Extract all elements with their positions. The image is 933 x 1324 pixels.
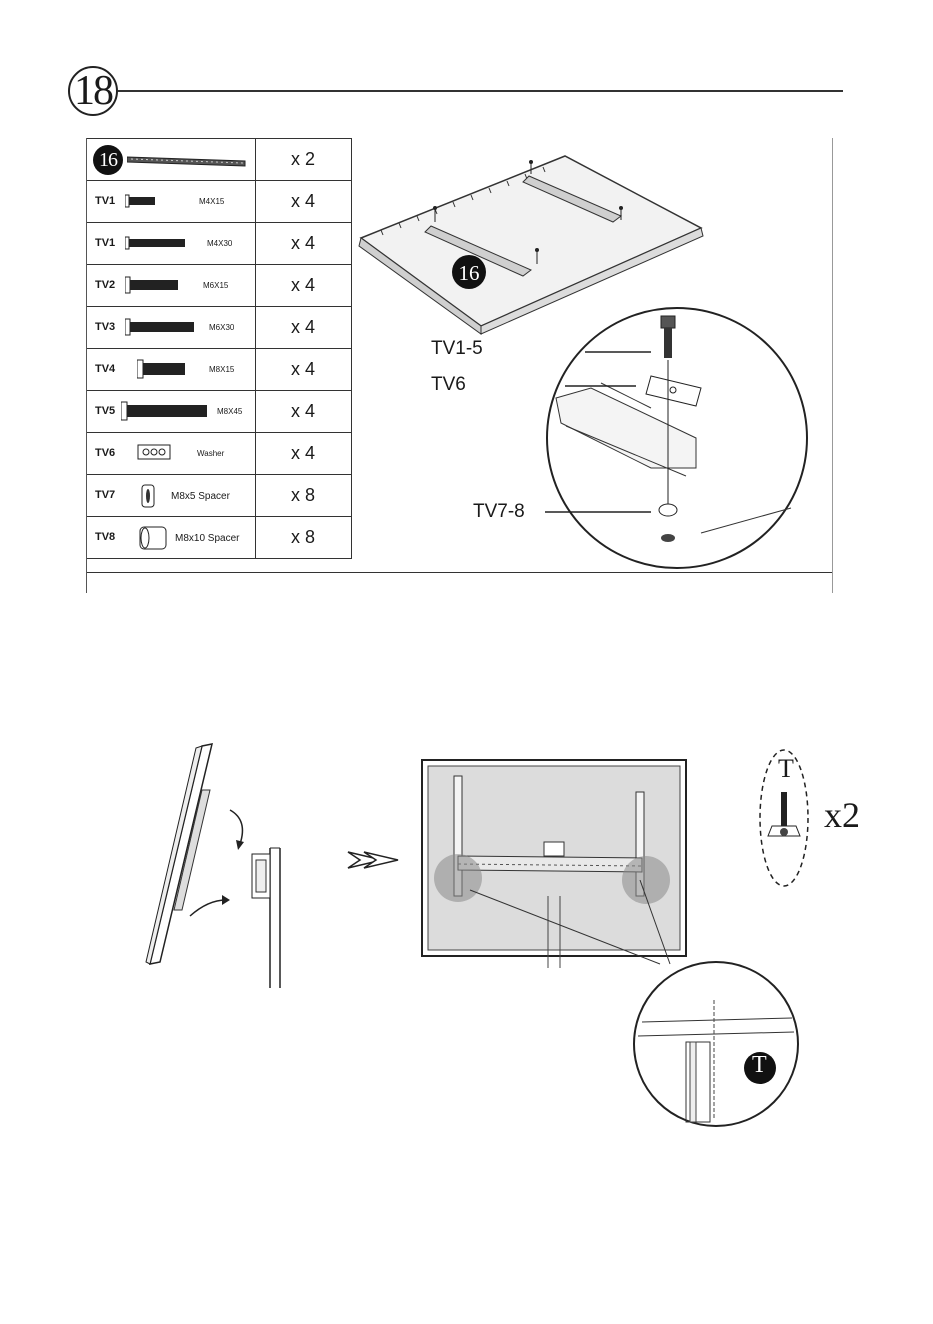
- part-qty: x 4: [255, 265, 351, 307]
- callout-washer: TV6: [431, 374, 466, 396]
- screw-icon: [125, 317, 197, 337]
- tool-quantity: x2: [824, 794, 860, 836]
- part-qty: x 4: [255, 181, 351, 223]
- table-row: TV3 M6X30 x 4: [87, 307, 351, 349]
- part-qty: x 4: [255, 391, 351, 433]
- spacer-icon: [139, 483, 159, 509]
- table-row: TV6 Washer x 4: [87, 433, 351, 475]
- part-qty: x 2: [255, 139, 351, 181]
- bracket-badge-diagram: 16: [459, 261, 480, 285]
- screw-icon: [125, 193, 159, 209]
- tv-back-diagram: 16: [351, 138, 831, 572]
- part-qty: x 8: [255, 475, 351, 517]
- hang-side-diagram: [130, 740, 310, 990]
- table-row: TV2 M6X15 x 4: [87, 265, 351, 307]
- part-size: M8x10 Spacer: [175, 533, 239, 544]
- step-divider: [118, 90, 843, 92]
- part-size: M8X15: [209, 365, 234, 374]
- part-code: TV1: [95, 195, 115, 207]
- callout-screws: TV1-5: [431, 338, 483, 360]
- part-code: TV8: [95, 531, 115, 543]
- detail-zoom-circle: [632, 960, 800, 1128]
- part-code: TV7: [95, 489, 115, 501]
- part-size: M6X15: [203, 281, 228, 290]
- part-qty: x 8: [255, 517, 351, 559]
- bracket-badge: 16: [93, 145, 123, 175]
- table-row: TV5 M8X45 x 4: [87, 391, 351, 433]
- part-qty: x 4: [255, 433, 351, 475]
- part-code: TV4: [95, 363, 115, 375]
- part-qty: x 4: [255, 349, 351, 391]
- parts-table: 16 x 2 TV1 M4X15 x 4 TV1: [87, 138, 352, 559]
- part-qty: x 4: [255, 223, 351, 265]
- screw-icon: [125, 275, 181, 295]
- part-code: TV2: [95, 279, 115, 291]
- part-size: M6X30: [209, 323, 234, 332]
- table-row: TV1 M4X30 x 4: [87, 223, 351, 265]
- part-size: M8x5 Spacer: [171, 491, 230, 502]
- table-row: 16 x 2: [87, 139, 351, 181]
- tool-letter: T: [778, 754, 794, 784]
- part-size: Washer: [197, 449, 224, 458]
- spacer-icon: [137, 524, 171, 552]
- parts-panel: 16 x 2 TV1 M4X15 x 4 TV1: [86, 138, 833, 593]
- part-code: TV1: [95, 237, 115, 249]
- callout-spacer: TV7-8: [473, 501, 525, 523]
- arrow-right-icon: [346, 848, 404, 872]
- table-row: TV1 M4X15 x 4: [87, 181, 351, 223]
- table-row: TV4 M8X15 x 4: [87, 349, 351, 391]
- bracket-icon: [127, 153, 247, 169]
- part-qty: x 4: [255, 307, 351, 349]
- note-strip: [87, 572, 832, 593]
- screw-icon: [121, 400, 209, 422]
- screw-icon: [137, 358, 187, 380]
- part-size: M4X30: [207, 239, 232, 248]
- part-size: M8X45: [217, 407, 242, 416]
- table-row: TV8 M8x10 Spacer x 8: [87, 517, 351, 559]
- part-code: TV5: [95, 405, 115, 417]
- screw-icon: [125, 235, 187, 251]
- detail-badge-letter: T: [752, 1052, 767, 1079]
- table-row: TV7 M8x5 Spacer x 8: [87, 475, 351, 517]
- part-size: M4X15: [199, 197, 224, 206]
- step-number: 18: [68, 66, 118, 116]
- part-code: TV3: [95, 321, 115, 333]
- part-cell: 16: [87, 139, 255, 181]
- part-code: TV6: [95, 447, 115, 459]
- washer-icon: [137, 441, 173, 463]
